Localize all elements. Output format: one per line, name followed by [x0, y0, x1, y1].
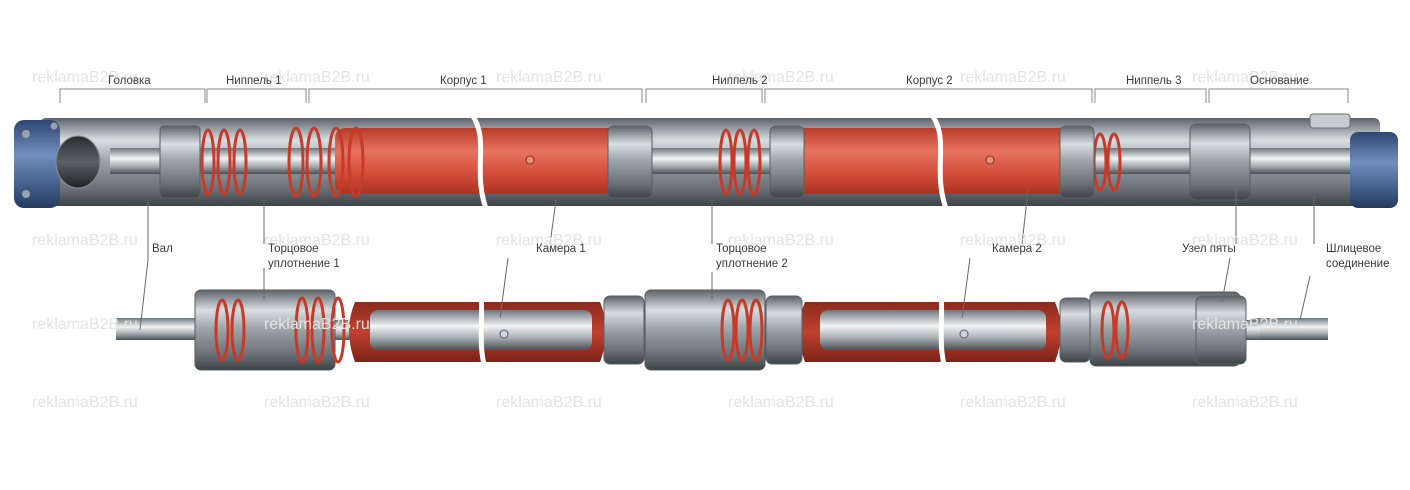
- watermark: reklamaB2B.ru: [32, 232, 138, 249]
- watermark: reklamaB2B.ru: [1192, 394, 1298, 411]
- part-label-chamber-1: Камера 1: [536, 243, 586, 255]
- part-label-face-seal-2-line1: Торцовое: [716, 243, 767, 255]
- watermark: reklamaB2B.ru: [264, 394, 370, 411]
- section-label-housing-1: Корпус 1: [440, 75, 487, 87]
- watermark: reklamaB2B.ru: [1192, 69, 1298, 86]
- leader-lines: [139, 186, 1315, 331]
- watermark: reklamaB2B.ru: [32, 316, 138, 333]
- watermark: reklamaB2B.ru: [960, 394, 1066, 411]
- watermark: reklamaB2B.ru: [264, 69, 370, 86]
- watermark: reklamaB2B.ru: [496, 232, 602, 249]
- watermark: reklamaB2B.ru: [960, 232, 1066, 249]
- watermark: reklamaB2B.ru: [264, 232, 370, 249]
- part-label-face-seal-2-line2: уплотнение 2: [716, 258, 788, 270]
- break-marks-top: [467, 110, 951, 215]
- part-label-spline-line2: соединение: [1326, 258, 1390, 270]
- watermark: reklamaB2B.ru: [496, 69, 602, 86]
- watermark: reklamaB2B.ru: [728, 232, 834, 249]
- part-label-face-seal-1-line1: Торцовое: [268, 243, 319, 255]
- watermark: reklamaB2B.ru: [496, 394, 602, 411]
- watermark: reklamaB2B.ru: [1192, 316, 1298, 333]
- section-label-nipple-2: Ниппель 2: [712, 75, 768, 87]
- watermark: reklamaB2B.ru: [32, 394, 138, 411]
- watermark: reklamaB2B.ru: [32, 69, 138, 86]
- part-label-shaft: Вал: [152, 243, 173, 255]
- section-label-base: Основание: [1250, 75, 1309, 87]
- section-label-head: Головка: [108, 75, 151, 87]
- part-label-face-seal-1-line2: уплотнение 1: [268, 258, 340, 270]
- part-label-spline-line1: Шлицевое: [1326, 243, 1382, 255]
- watermark: reklamaB2B.ru: [264, 316, 370, 333]
- watermark: reklamaB2B.ru: [728, 394, 834, 411]
- watermark: reklamaB2B.ru: [1192, 232, 1298, 249]
- top-assembly: [14, 110, 1398, 215]
- watermark: reklamaB2B.ru: [728, 69, 834, 86]
- bottom-assembly: [116, 260, 1328, 384]
- break-marks-bottom: [467, 260, 953, 384]
- section-brackets: [59, 88, 1349, 103]
- section-label-nipple-3: Ниппель 3: [1126, 75, 1182, 87]
- part-label-chamber-2: Камера 2: [992, 243, 1042, 255]
- part-label-bearing-unit: Узел пяты: [1182, 243, 1236, 255]
- watermark: reklamaB2B.ru: [960, 69, 1066, 86]
- section-label-nipple-1: Ниппель 1: [226, 75, 282, 87]
- section-label-housing-2: Корпус 2: [906, 75, 953, 87]
